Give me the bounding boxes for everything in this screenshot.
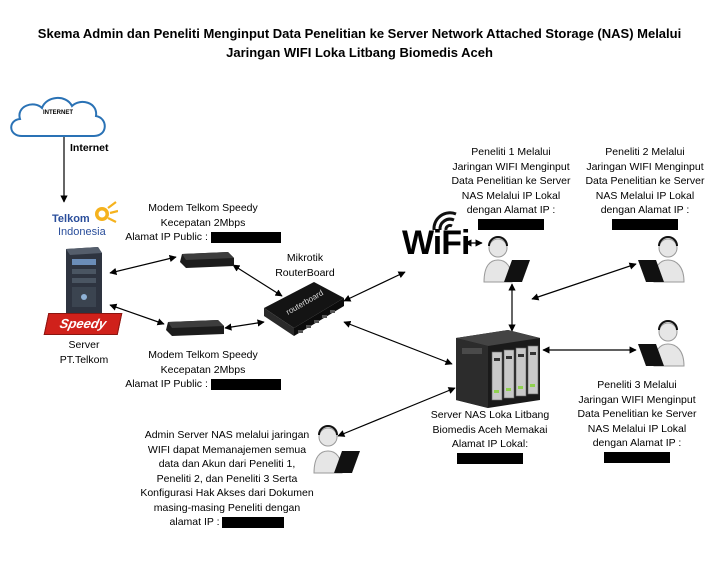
peneliti1-line-5: dengan Alamat IP :: [466, 204, 556, 216]
peneliti3-line-2: Jaringan WIFI Menginput: [578, 393, 696, 406]
arrow-nas-admin: [337, 387, 456, 437]
speedy-logo: Speedy: [43, 313, 123, 335]
router-label: Mikrotik RouterBoard: [270, 251, 340, 280]
arrow-router-nas: [343, 320, 453, 366]
peneliti1-ip-row: [446, 218, 576, 233]
diagram-title: Skema Admin dan Peneliti Menginput Data …: [0, 24, 719, 62]
peneliti1-user-icon: [482, 236, 532, 284]
admin-line-5: Konfigurasi Hak Akses dari Dokumen: [140, 487, 314, 499]
peneliti2-ip-redacted: [612, 219, 678, 231]
admin-line-1: Admin Server NAS melalui jaringan: [144, 429, 310, 441]
telkom-sun-icon: [95, 201, 118, 223]
arrow-telkom-modem1: [109, 255, 177, 275]
modem2-ip-row: Alamat IP Public :: [118, 377, 288, 392]
telkom-logo: Telkom Indonesia: [52, 200, 124, 244]
peneliti1-line-3: Data Penelitian ke Server: [451, 175, 571, 187]
arrow-telkom-modem2: [109, 303, 165, 326]
peneliti2-line-4: NAS Melalui IP Lokal: [595, 189, 695, 202]
nas-ip-redacted: [457, 453, 523, 465]
telkom-server-line-1: Server: [68, 339, 100, 351]
admin-line-4: Peneliti 2, dan Peneliti 3 Serta: [156, 472, 298, 485]
modem2-label: Modem Telkom Speedy Kecepatan 2Mbps Alam…: [118, 348, 288, 392]
nas-label: Server NAS Loka Litbang Biomedis Aceh Me…: [420, 408, 560, 466]
admin-ip-redacted: [222, 516, 285, 528]
modem1-label: Modem Telkom Speedy Kecepatan 2Mbps Alam…: [118, 201, 288, 245]
peneliti3-line-3: Data Penelitian ke Server: [577, 408, 697, 420]
nas-server-icon: [452, 328, 544, 410]
peneliti3-line-5: dengan Alamat IP :: [592, 437, 682, 449]
telkom-sub-text: Indonesia: [58, 226, 106, 238]
arrow-modem2-router: [224, 319, 265, 331]
admin-line-2: WIFI dapat Memanajemen semua: [147, 443, 307, 456]
peneliti2-line-5: dengan Alamat IP :: [600, 204, 690, 216]
wifi-logo-text: WiFi: [402, 224, 470, 262]
peneliti3-ip-redacted: [604, 452, 670, 464]
modem1-icon: [178, 246, 236, 270]
peneliti2-user-icon: [636, 236, 686, 284]
admin-line-3: data dan Akun dari Peneliti 1,: [158, 458, 296, 470]
peneliti3-line-1: Peneliti 3 Melalui: [597, 379, 677, 391]
modem1-line-2: Kecepatan 2Mbps: [160, 216, 246, 229]
admin-user-icon: [312, 425, 362, 475]
modem1-line-1: Modem Telkom Speedy: [148, 202, 258, 214]
peneliti3-line-4: NAS Melalui IP Lokal: [587, 422, 687, 435]
modem1-line-3: Alamat IP Public :: [125, 231, 208, 243]
nas-line-2: Biomedis Aceh Memakai: [432, 423, 548, 436]
arrow-nas-peneliti2: [531, 262, 637, 301]
telkom-server-line-2: PT.Telkom: [59, 353, 109, 366]
routerboard-icon: routerboard: [262, 278, 346, 338]
internet-cloud-label: INTERNET: [43, 110, 73, 116]
title-line-1: Skema Admin dan Peneliti Menginput Data …: [37, 26, 682, 41]
peneliti2-line-1: Peneliti 2 Melalui: [605, 146, 685, 158]
internet-caption: Internet: [70, 142, 109, 154]
peneliti3-ip-row: [572, 451, 702, 466]
title-line-2: Jaringan WIFI Loka Litbang Biomedis Aceh: [226, 45, 493, 60]
peneliti2-label: Peneliti 2 Melalui Jaringan WIFI Menginp…: [580, 145, 710, 232]
admin-ip-row: alamat IP :: [134, 515, 320, 530]
arrow-router-wifi: [343, 271, 406, 302]
modem2-line-3: Alamat IP Public :: [125, 378, 208, 390]
modem2-line-1: Modem Telkom Speedy: [148, 349, 258, 361]
telkom-brand-text: Telkom: [52, 213, 90, 225]
internet-cloud-icon: INTERNET: [4, 90, 112, 152]
peneliti2-line-2: Jaringan WIFI Menginput: [586, 160, 704, 173]
peneliti3-label: Peneliti 3 Melalui Jaringan WIFI Menginp…: [572, 378, 702, 465]
peneliti1-ip-redacted: [478, 219, 544, 231]
modem2-icon: [164, 314, 226, 338]
peneliti1-line-4: NAS Melalui IP Lokal: [461, 189, 561, 202]
router-line-2: RouterBoard: [275, 266, 335, 279]
peneliti2-ip-row: [580, 218, 710, 233]
admin-label: Admin Server NAS melalui jaringan WIFI d…: [134, 428, 320, 530]
peneliti2-line-3: Data Penelitian ke Server: [585, 175, 705, 187]
nas-ip-row: [420, 452, 560, 467]
peneliti1-label: Peneliti 1 Melalui Jaringan WIFI Menginp…: [446, 145, 576, 232]
telkom-server-icon: [60, 245, 108, 317]
wifi-logo-icon: WiFi: [402, 210, 470, 266]
peneliti3-user-icon: [636, 320, 686, 368]
admin-line-7: alamat IP :: [169, 516, 220, 528]
nas-line-1: Server NAS Loka Litbang: [430, 409, 550, 421]
modem2-line-2: Kecepatan 2Mbps: [160, 363, 246, 376]
modem1-ip-row: Alamat IP Public :: [118, 230, 288, 245]
modem1-ip-redacted: [210, 231, 281, 243]
peneliti1-line-1: Peneliti 1 Melalui: [471, 146, 551, 158]
arrow-modem1-router: [232, 264, 283, 297]
nas-line-3: Alamat IP Lokal:: [451, 438, 529, 450]
router-line-1: Mikrotik: [286, 252, 324, 264]
modem2-ip-redacted: [210, 378, 281, 390]
admin-line-6: masing-masing Peneliti dengan: [153, 501, 301, 514]
speedy-logo-text: Speedy: [43, 313, 123, 335]
peneliti1-line-2: Jaringan WIFI Menginput: [452, 160, 570, 173]
wifi-waves-icon: [432, 211, 457, 231]
telkom-server-label: Server PT.Telkom: [44, 338, 124, 367]
